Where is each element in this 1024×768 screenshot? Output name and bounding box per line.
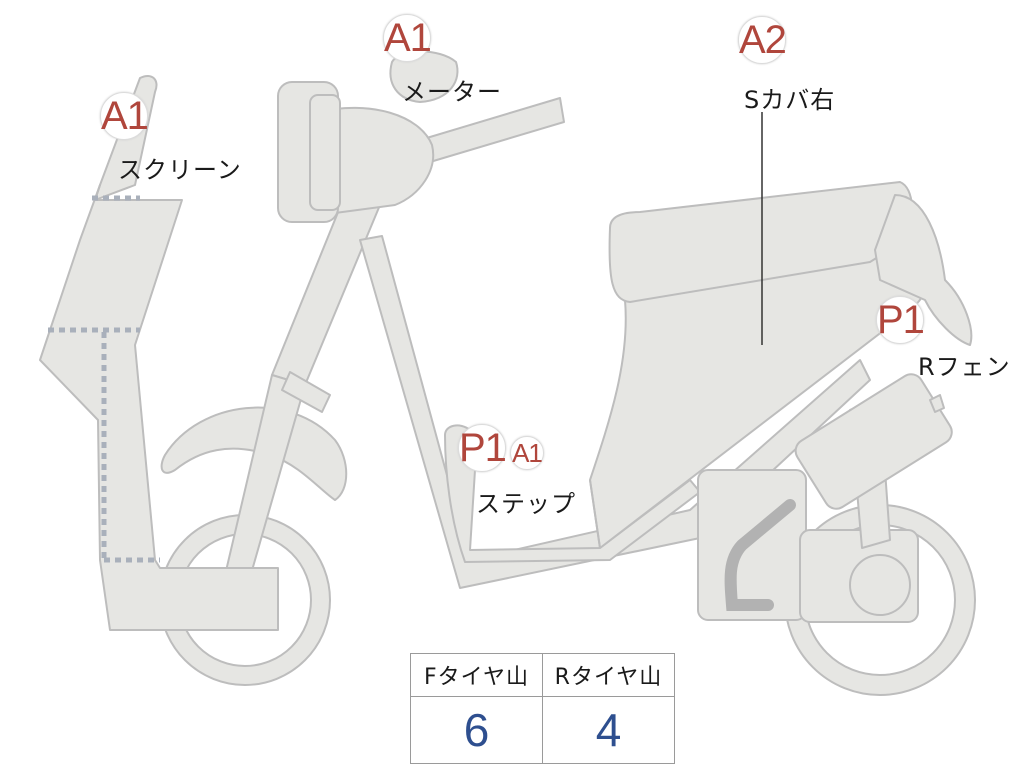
rear-tire-value: 4 <box>542 696 675 764</box>
meter-grade-badge: A1 <box>383 14 432 62</box>
step-floor <box>444 424 701 563</box>
side-cover-right-label: Sカバ右 <box>744 86 836 114</box>
fork-clamp <box>281 371 331 413</box>
tire-tread-table: Fタイヤ山 Rタイヤ山 6 4 <box>410 653 675 764</box>
frame-down-tube <box>359 235 871 589</box>
headlight-housing <box>317 106 435 216</box>
screen-grade-badge: A1 <box>100 92 149 140</box>
handlebar <box>419 97 565 163</box>
dashed-lines <box>48 195 160 563</box>
rear-fender-label: Rフェン <box>918 353 1011 381</box>
screen-label: スクリーン <box>118 156 242 184</box>
front-fork <box>271 194 381 386</box>
step-secondary-grade-badge: A1 <box>510 436 544 470</box>
meter-label: メーター <box>402 78 502 106</box>
rear-tire-header: Rタイヤ山 <box>542 653 675 697</box>
exhaust-pipe <box>724 499 796 611</box>
step-grade-badge: P1 <box>458 424 507 472</box>
leg-shield <box>39 184 279 631</box>
engine-case <box>697 469 807 621</box>
front-tire-header: Fタイヤ山 <box>410 653 543 697</box>
side-cover-right-grade-badge: A2 <box>738 16 787 64</box>
rear-fender-shape <box>874 194 973 346</box>
step-label: ステップ <box>476 490 576 518</box>
front-tire-value: 6 <box>410 696 543 764</box>
rear-fender-grade-badge: P1 <box>876 296 925 344</box>
